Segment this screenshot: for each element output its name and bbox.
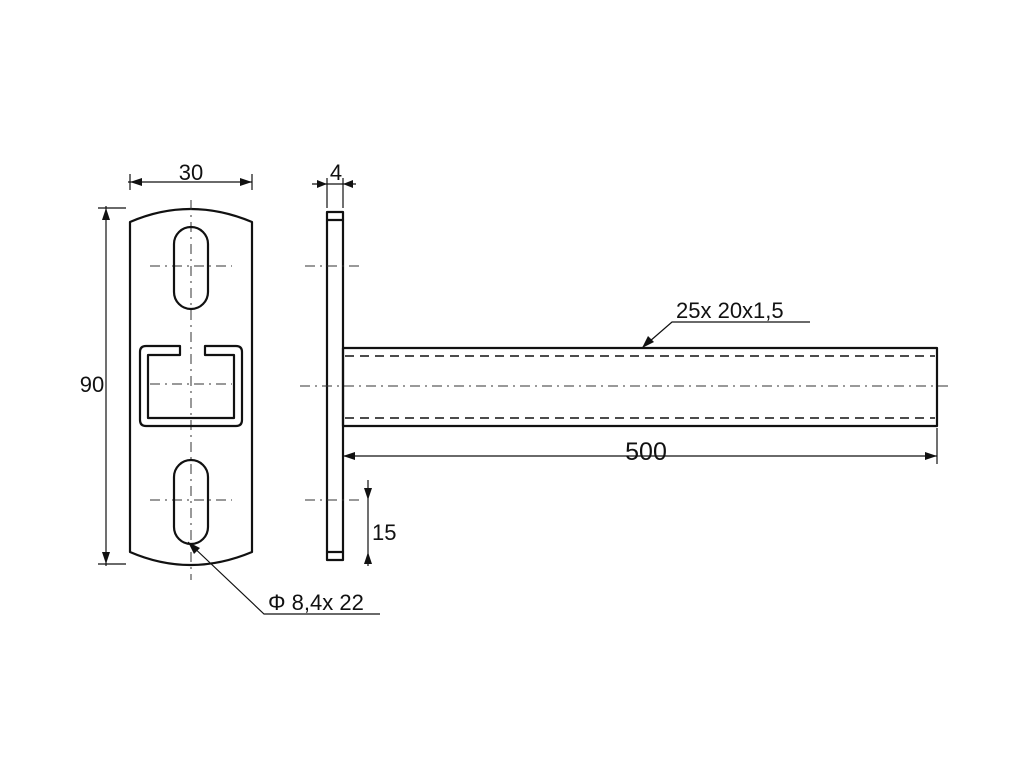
top-slot <box>172 225 210 311</box>
plate-outline <box>128 207 254 567</box>
arrow-slot-leader <box>188 542 200 554</box>
label-plate-thickness: 4 <box>330 160 342 185</box>
slot-leader: Φ 8,4x 22 <box>187 541 380 615</box>
label-arm-profile: 25x 20x1,5 <box>676 298 784 323</box>
arrow-length-right <box>925 452 937 460</box>
leader-line-slot <box>187 541 380 615</box>
arrow-length-left <box>343 452 355 460</box>
label-arm-length: 500 <box>625 438 667 466</box>
arrow-slot-spacing-top <box>364 488 372 500</box>
arrow-thickness-right <box>343 180 353 188</box>
arrow-height-top <box>102 208 110 220</box>
arm-profile-leader: 25x 20x1,5 <box>641 298 810 349</box>
front-view-plate <box>128 200 254 580</box>
leader-line-arm-profile <box>641 321 810 349</box>
arrow-slot-spacing-bottom <box>364 552 372 564</box>
label-plate-width: 30 <box>179 160 203 185</box>
arrow-arm-profile <box>642 336 654 348</box>
label-slot-size: Φ 8,4x 22 <box>268 590 364 615</box>
dim-slot-spacing: 15 <box>364 480 396 566</box>
channel-profile-outer <box>138 344 244 428</box>
dim-plate-thickness: 4 <box>312 160 356 208</box>
arrow-width-left <box>130 178 142 186</box>
dim-plate-height: 90 <box>80 206 126 566</box>
label-slot-spacing: 15 <box>372 520 396 545</box>
side-view <box>300 210 950 562</box>
label-plate-height: 90 <box>80 372 104 397</box>
arrow-thickness-left <box>317 180 327 188</box>
arrow-height-bottom <box>102 552 110 564</box>
arrow-width-right <box>240 178 252 186</box>
dim-arm-length: 500 <box>343 428 938 466</box>
arm-profile <box>341 346 939 428</box>
dim-plate-width: 30 <box>128 160 253 190</box>
